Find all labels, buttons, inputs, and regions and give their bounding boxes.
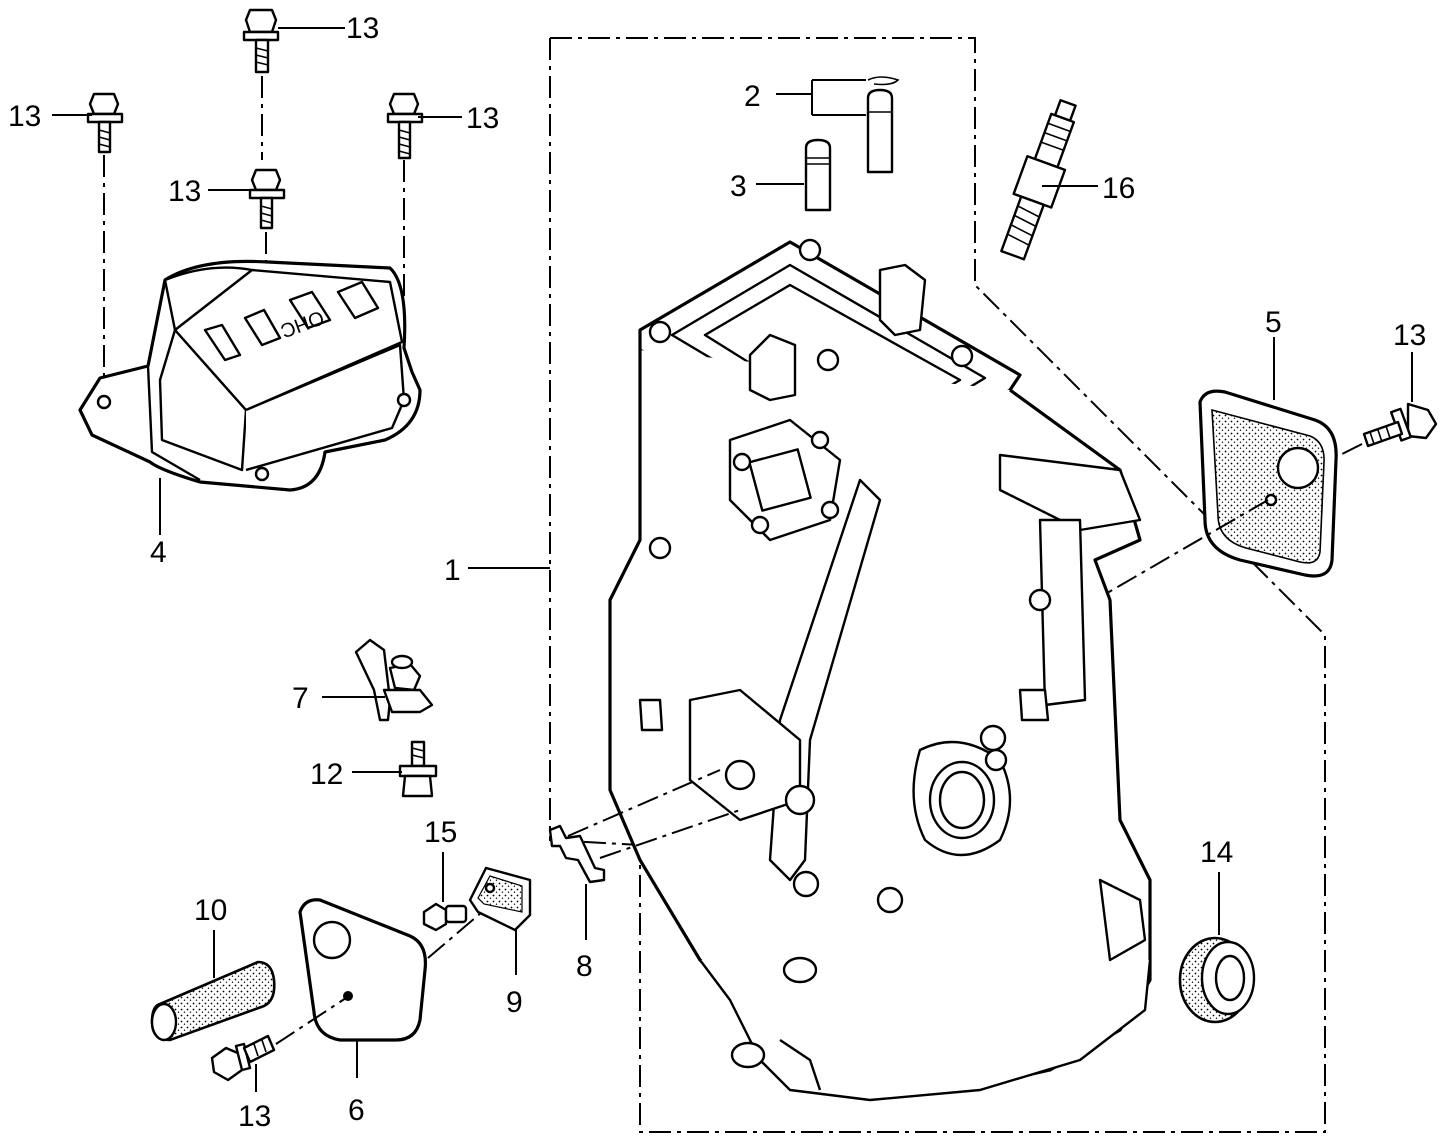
callout-13-side: 13 <box>1393 319 1426 352</box>
head-cover: OHC <box>78 259 422 535</box>
callout-13-middle: 13 <box>168 175 201 208</box>
bolt-right <box>386 92 462 398</box>
callout-2: 2 <box>744 80 761 113</box>
callout-15: 15 <box>424 816 457 849</box>
ohc-emblem: OHC <box>203 280 380 362</box>
bolt-top <box>242 8 345 160</box>
callout-4: 4 <box>150 536 167 569</box>
callout-3: 3 <box>730 170 747 203</box>
bolt-bottom <box>210 997 347 1092</box>
callout-9: 9 <box>506 986 523 1019</box>
callout-16: 16 <box>1102 172 1135 205</box>
assembly-boundary <box>468 37 1326 1133</box>
callout-5: 5 <box>1265 306 1282 339</box>
bolt-side-right <box>1337 352 1438 457</box>
callout-12: 12 <box>310 758 343 791</box>
gasket-9 <box>468 866 532 975</box>
throttle-bracket <box>322 638 434 722</box>
filter-element-10 <box>150 930 276 1042</box>
callout-13-top: 13 <box>346 12 379 45</box>
breather-cover-6 <box>298 898 483 1078</box>
callout-13-right: 13 <box>466 102 499 135</box>
breather-cover <box>1094 337 1338 601</box>
bolt-throttle <box>352 740 438 798</box>
spark-plug <box>1000 99 1098 261</box>
callout-13-bottom: 13 <box>238 1100 271 1133</box>
callout-14: 14 <box>1200 836 1233 869</box>
bracket-8 <box>548 769 741 940</box>
callout-8: 8 <box>576 950 593 983</box>
cylinder-block <box>608 238 1152 1102</box>
callouts: 13 13 13 13 13 13 2 3 16 5 4 1 7 12 15 1… <box>8 12 1426 1133</box>
callout-6: 6 <box>348 1094 365 1127</box>
bolt-15 <box>422 852 468 932</box>
oil-seal <box>1178 872 1256 1024</box>
callout-1: 1 <box>444 554 461 587</box>
valve-guide-set <box>756 76 900 212</box>
bolt-left <box>52 92 124 400</box>
callout-10: 10 <box>194 894 227 927</box>
callout-7: 7 <box>292 682 309 715</box>
callout-13-left: 13 <box>8 100 41 133</box>
